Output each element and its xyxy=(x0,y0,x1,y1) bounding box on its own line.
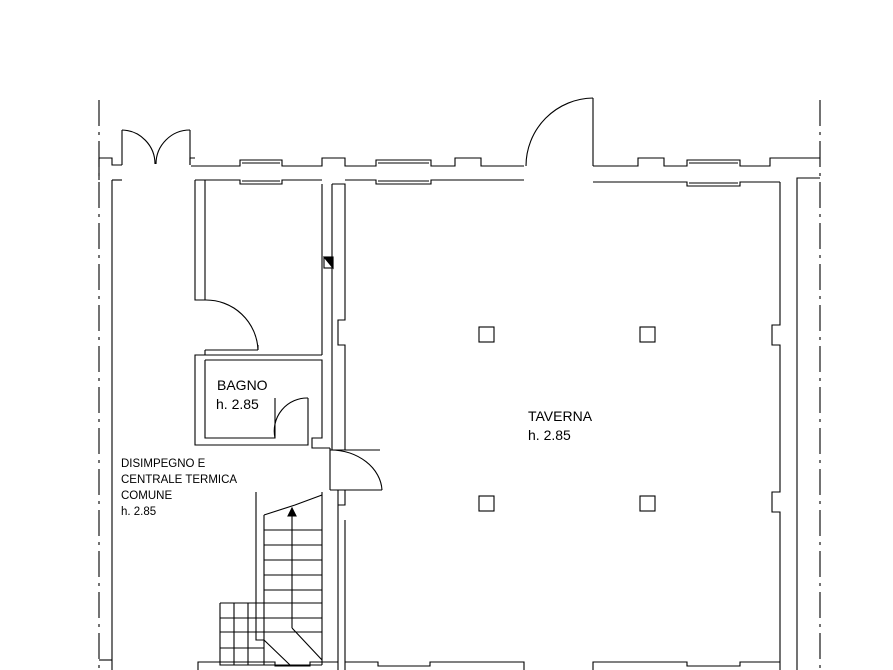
pillar xyxy=(639,326,656,343)
room-height-taverna: h. 2.85 xyxy=(528,427,571,443)
bagno-walls xyxy=(194,180,333,449)
room-height-bagno: h. 2.85 xyxy=(216,396,259,412)
left-exterior-wall xyxy=(98,158,113,670)
room-name-taverna: TAVERNA xyxy=(528,408,593,424)
pillar xyxy=(478,326,495,343)
diagonal-square-icon xyxy=(322,256,334,270)
door-taverna-side xyxy=(329,448,383,491)
double-door-top-left xyxy=(121,129,191,165)
room-name-disimpegno-line-3: COMUNE xyxy=(121,490,173,502)
room-name-bagno: BAGNO xyxy=(217,377,268,393)
staircase xyxy=(219,492,323,666)
room-name-disimpegno-line-2: CENTRALE TERMICA xyxy=(121,474,238,486)
pillar xyxy=(639,495,656,512)
door-taverna-top xyxy=(525,97,594,167)
taverna-left-wall xyxy=(331,183,380,670)
bottom-exterior-wall xyxy=(99,659,780,670)
room-name-disimpegno-line-1: DISIMPEGNO E xyxy=(121,458,206,470)
room-height-disimpegno: h. 2.85 xyxy=(121,506,157,518)
top-exterior-wall xyxy=(99,157,820,187)
door-bagno-upper xyxy=(204,299,259,351)
pillar xyxy=(478,495,495,512)
door-bagno-lower xyxy=(273,397,309,439)
up-arrow-icon xyxy=(287,506,297,517)
right-exterior-wall xyxy=(771,177,820,670)
